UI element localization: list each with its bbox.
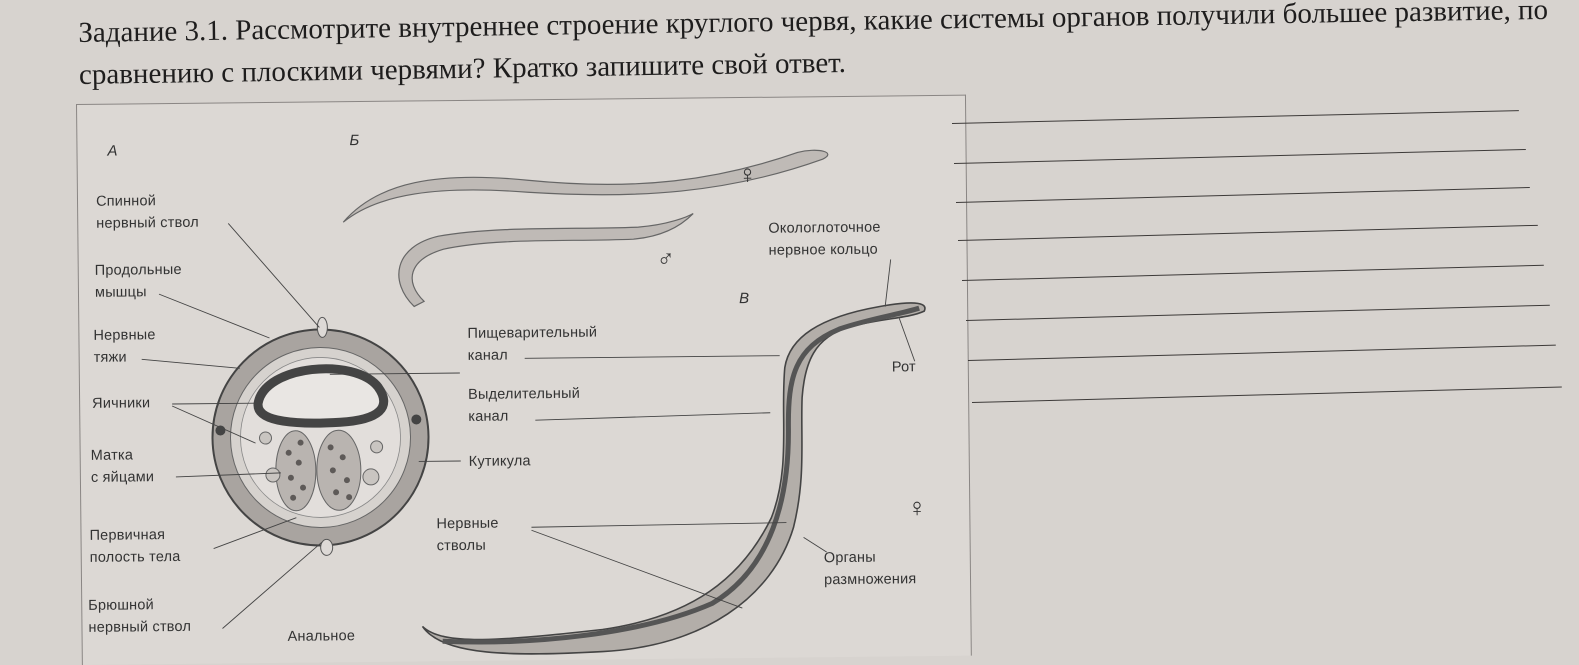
cross-section	[211, 316, 429, 556]
label-excretory: Выделительный канал	[468, 383, 580, 428]
task-heading: Задание 3.1. Рассмотрите внутреннее стро…	[78, 0, 1549, 96]
worm-male-b	[398, 214, 694, 307]
label-nerve-trunks: Нервные стволы	[436, 513, 499, 558]
label-mouth: Рот	[892, 356, 916, 378]
female-symbol-v: ♀	[907, 496, 927, 518]
label-reproductive: Органы размножения	[824, 546, 917, 591]
answer-line[interactable]	[972, 387, 1562, 403]
task-number: Задание 3.1.	[78, 15, 228, 49]
answer-line[interactable]	[954, 149, 1526, 164]
answer-line[interactable]	[952, 110, 1519, 124]
female-symbol: ♀	[738, 163, 758, 185]
answer-line[interactable]	[966, 305, 1550, 321]
figure-roundworm: А Б В ♀ ♂ ♀ Спинной нервный ствол Продол…	[76, 95, 972, 665]
label-long-muscles: Продольные мышцы	[95, 259, 182, 304]
task-text: Рассмотрите внутреннее строение круглого…	[79, 0, 1549, 91]
label-dorsal-nerve: Спинной нервный ствол	[96, 190, 199, 235]
panel-label-b: Б	[349, 132, 359, 149]
panel-label-v: В	[739, 290, 749, 307]
label-nerve-ring: Окологлоточное нервное кольцо	[768, 217, 881, 262]
label-cuticle: Кутикула	[469, 450, 531, 473]
answer-line[interactable]	[962, 265, 1544, 281]
answer-line[interactable]	[968, 345, 1556, 361]
label-digestive: Пищеварительный канал	[467, 322, 597, 367]
label-body-cavity: Первичная полость тела	[89, 524, 180, 569]
label-ovaries: Яичники	[92, 392, 150, 415]
answer-line[interactable]	[956, 187, 1530, 203]
label-uterus: Матка с яйцами	[91, 444, 155, 489]
answer-line[interactable]	[958, 225, 1538, 241]
panel-label-a: А	[107, 143, 117, 160]
label-ventral-nerve: Брюшной нервный ствол	[88, 594, 191, 639]
male-symbol: ♂	[657, 249, 675, 271]
label-nerve-cords: Нервные тяжи	[93, 324, 156, 369]
label-anal: Анальное	[287, 625, 355, 648]
